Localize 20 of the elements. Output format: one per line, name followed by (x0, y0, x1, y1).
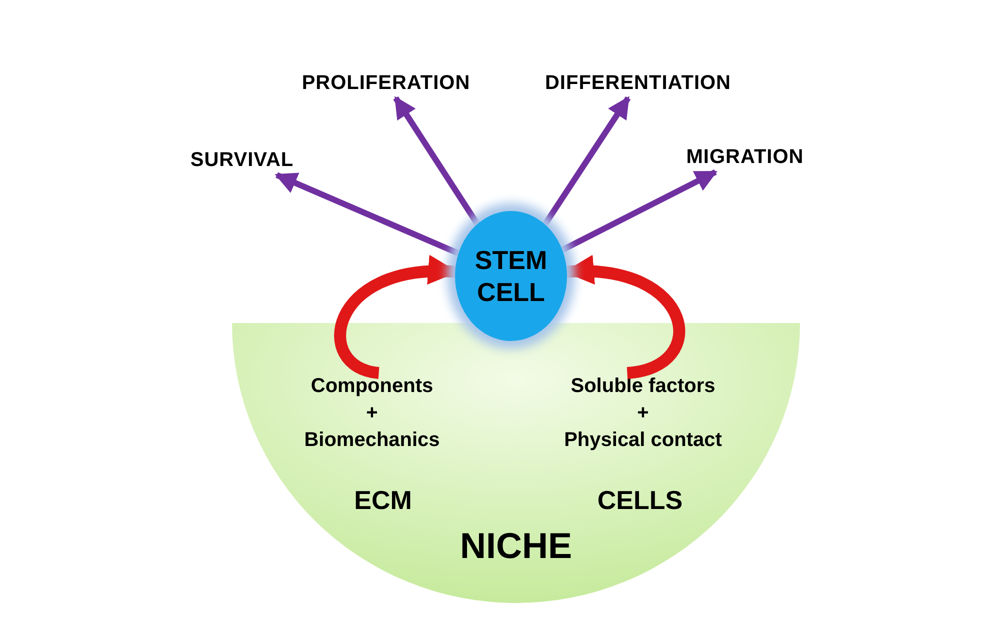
arrow (542, 96, 631, 226)
arrow (393, 96, 480, 226)
category-label: ECM (354, 481, 412, 520)
arrow (560, 169, 718, 253)
stem-cell-ellipse (455, 211, 567, 341)
plus-sign: + (637, 401, 649, 426)
category-label: CELLS (597, 481, 683, 520)
niche-label: NICHE (460, 524, 572, 568)
factor-text: Components (310, 374, 434, 399)
factor-text: Biomechanics (304, 428, 440, 453)
arrow (274, 172, 460, 256)
factor-text: Physical contact (564, 428, 722, 453)
plus-sign: + (366, 401, 378, 426)
outcome-label: SURVIVAL (190, 145, 294, 175)
outcome-label: DIFFERENTIATION (545, 68, 731, 98)
curved-arrow (564, 256, 686, 379)
outcome-label: MIGRATION (686, 142, 804, 172)
factor-text: Soluble factors (570, 374, 716, 399)
stem-cell-label: STEM CELL (474, 244, 548, 308)
outcome-label: PROLIFERATION (302, 68, 470, 98)
